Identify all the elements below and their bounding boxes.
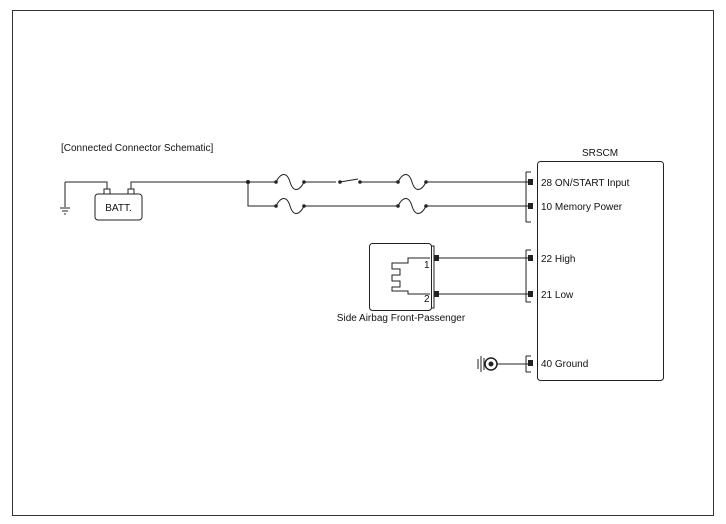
- airbag-squib-icon: [391, 257, 430, 295]
- fuse-2-icon: [397, 174, 427, 190]
- airbag-pin-2-label: 2: [424, 294, 430, 305]
- pin-high-label: 22 High: [541, 254, 575, 265]
- schematic-title: [Connected Connector Schematic]: [61, 143, 214, 154]
- memory-power-circuit: [248, 198, 528, 214]
- pin-low-label: 21 Low: [541, 290, 574, 301]
- on-start-circuit: [248, 174, 528, 190]
- side-airbag-component: 1 2 Side Airbag Front-Passenger: [337, 243, 466, 324]
- ignition-switch-icon: [339, 178, 359, 183]
- chassis-ground-icon: [477, 356, 528, 372]
- airbag-pin-1-label: 1: [424, 260, 430, 271]
- airbag-label: Side Airbag Front-Passenger: [337, 313, 466, 324]
- fuse-4-icon: [397, 198, 427, 214]
- battery-label: BATT.: [105, 203, 131, 214]
- pin-memory-power-label: 10 Memory Power: [541, 202, 623, 213]
- fuse-1-icon: [275, 174, 305, 190]
- srscm-title: SRSCM: [582, 148, 618, 159]
- srscm-module: SRSCM 28 ON/START Input 10 Memory Power …: [525, 148, 664, 381]
- battery-ground-symbol: [60, 182, 70, 215]
- pin-on-start-label: 28 ON/START Input: [541, 178, 630, 189]
- fuse-3-icon: [275, 198, 305, 214]
- battery: BATT.: [65, 181, 248, 221]
- page-border: [12, 10, 714, 516]
- pin-ground-label: 40 Ground: [541, 359, 588, 370]
